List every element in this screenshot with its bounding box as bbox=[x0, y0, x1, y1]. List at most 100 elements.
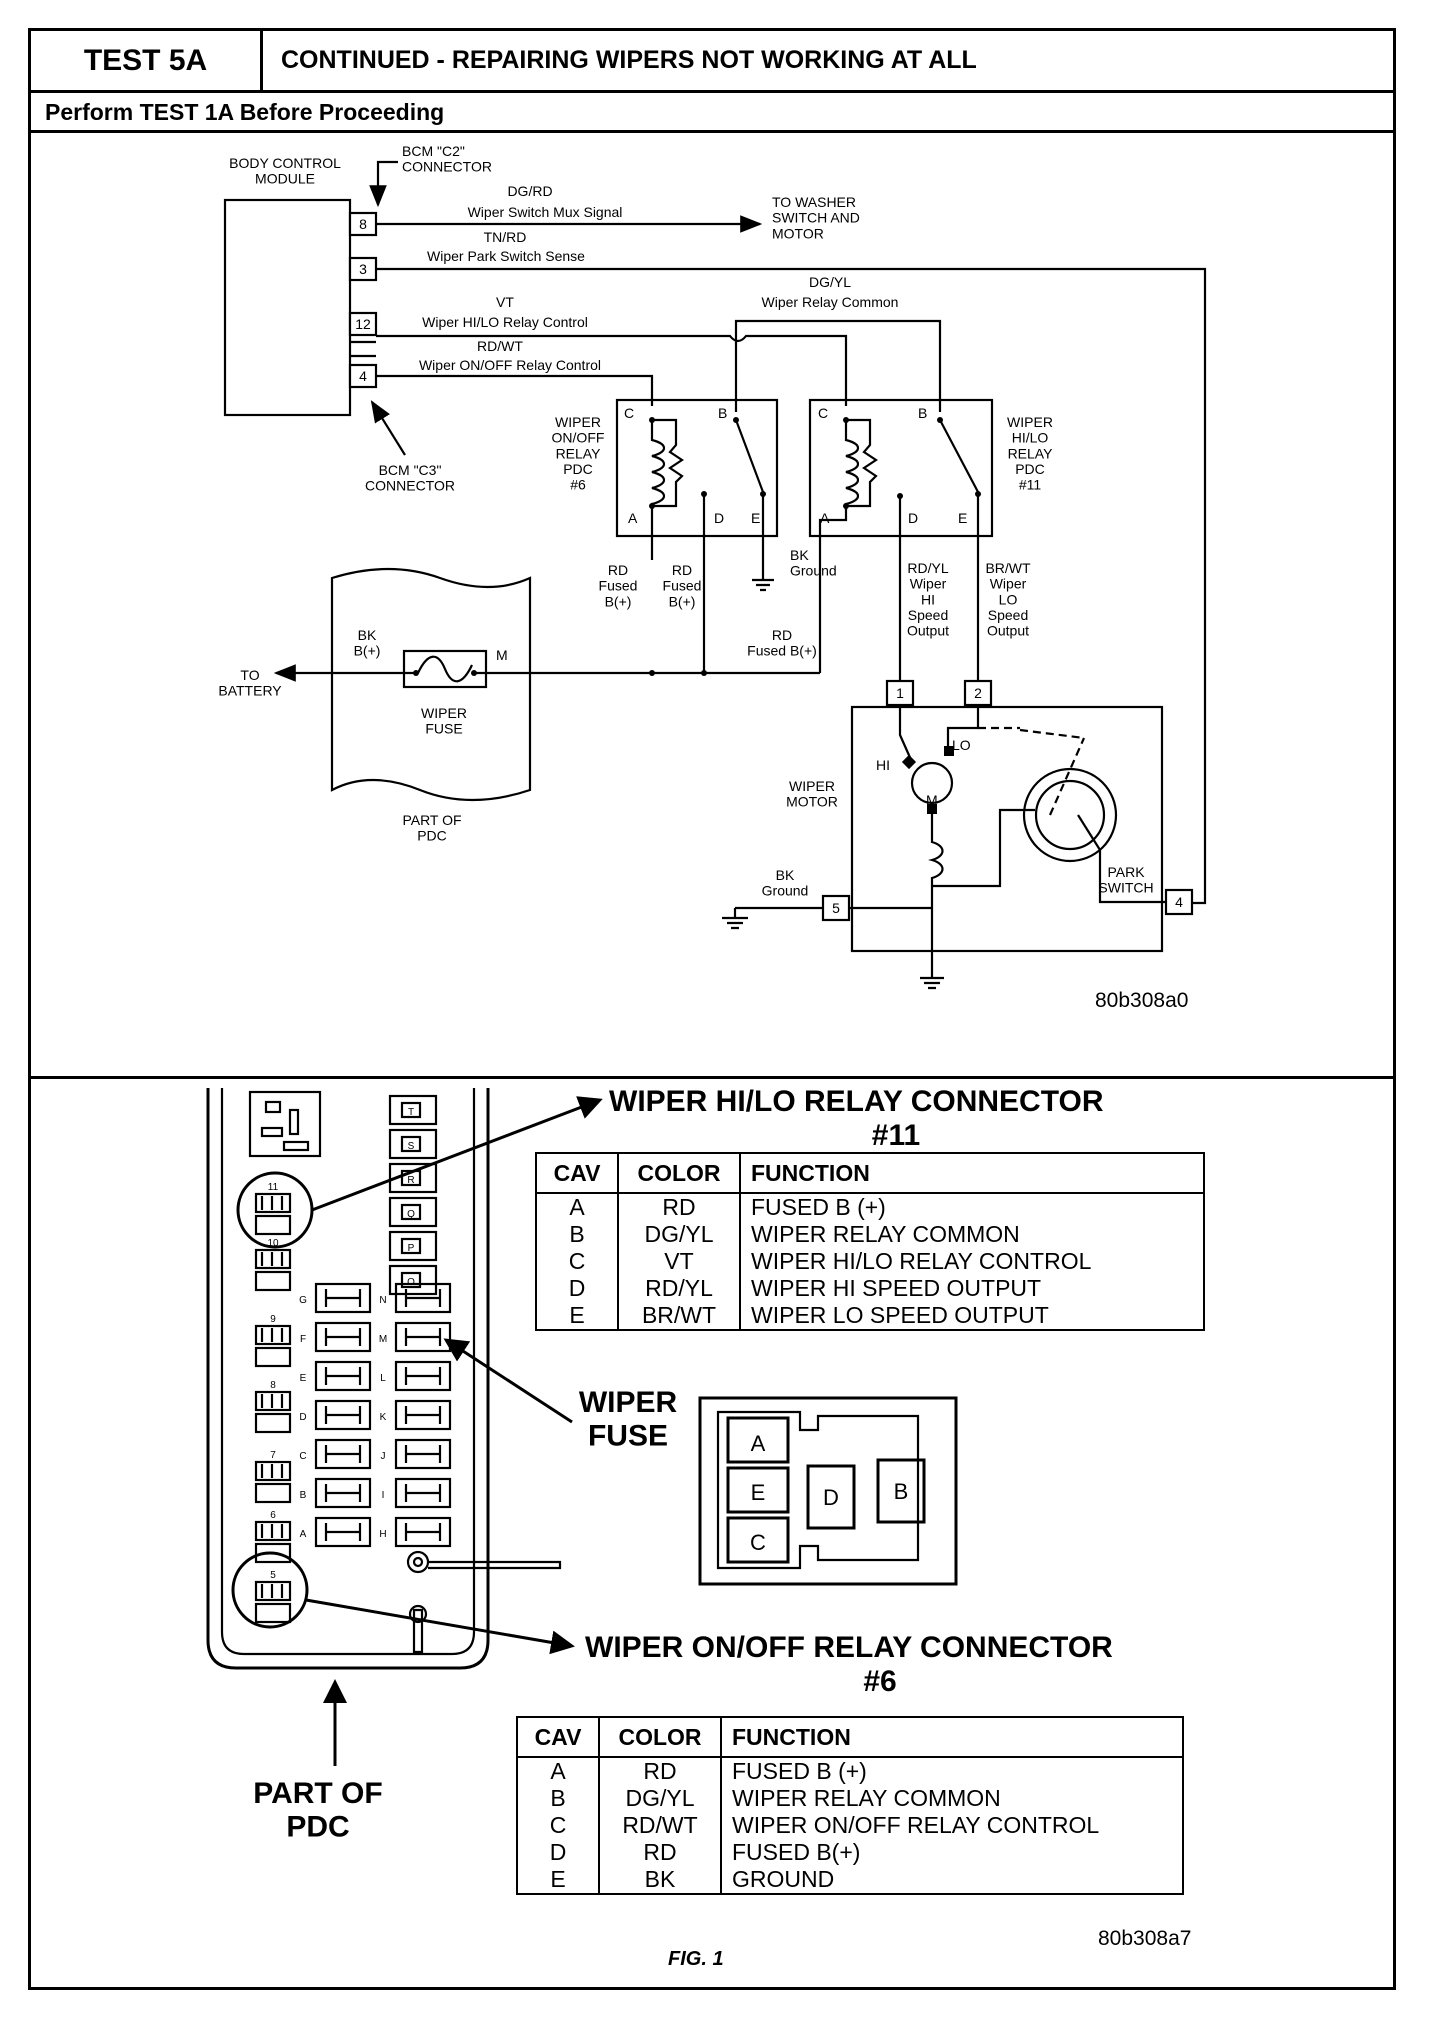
table-cell: B bbox=[516, 1785, 600, 1812]
maxi-fuse-label: P bbox=[408, 1243, 415, 1254]
minifuse bbox=[314, 1360, 372, 1392]
relay-socket bbox=[254, 1460, 292, 1482]
table-cell: E bbox=[516, 1866, 600, 1895]
table-header: CAV bbox=[535, 1152, 619, 1194]
relay-pin: B bbox=[918, 405, 927, 421]
onoff-connector-number: #6 bbox=[863, 1665, 896, 1698]
motor-pin-1 bbox=[885, 679, 915, 707]
table-cell: GROUND bbox=[720, 1866, 1184, 1895]
maxi-fuse-label: Q bbox=[407, 1209, 415, 1220]
relay-number: 9 bbox=[270, 1314, 276, 1325]
minifuse bbox=[394, 1438, 452, 1470]
minifuse-label: B bbox=[300, 1490, 307, 1501]
hilo-connector-title: WIPER HI/LO RELAY CONNECTOR bbox=[609, 1085, 1104, 1118]
table-cell: FUSED B(+) bbox=[720, 1839, 1184, 1866]
relay-socket bbox=[254, 1580, 292, 1602]
table-cell: D bbox=[516, 1839, 600, 1866]
relay-pin: A bbox=[628, 510, 638, 526]
minifuse bbox=[394, 1282, 452, 1314]
relay-pin: C bbox=[624, 405, 634, 421]
minifuse bbox=[394, 1399, 452, 1431]
cavity-letter: E bbox=[751, 1480, 766, 1505]
motor-pin-4 bbox=[1164, 888, 1194, 916]
wire-name: Wiper HI/LO Relay Control bbox=[422, 314, 588, 330]
wire-name: Wiper Switch Mux Signal bbox=[468, 204, 623, 220]
bcm-pin-label: 8 bbox=[359, 216, 367, 232]
minifuse bbox=[394, 1360, 452, 1392]
bcm-pin-label: 12 bbox=[355, 316, 371, 332]
relay-pin: C bbox=[818, 405, 828, 421]
table-cell: RD bbox=[617, 1193, 741, 1221]
onoff-connector-title: WIPER ON/OFF RELAY CONNECTOR bbox=[585, 1631, 1113, 1664]
relay-number: 10 bbox=[267, 1238, 279, 1249]
bcm-pin-label: 3 bbox=[359, 261, 367, 277]
table-cell: BR/WT bbox=[617, 1302, 741, 1331]
maxi-fuse bbox=[388, 1162, 438, 1194]
table-cell: WIPER RELAY COMMON bbox=[720, 1785, 1184, 1812]
bcm-pin-12 bbox=[348, 311, 378, 337]
maxi-fuse bbox=[388, 1264, 438, 1296]
bcm-box bbox=[223, 198, 352, 417]
table-cell: FUSED B (+) bbox=[720, 1757, 1184, 1785]
maxi-fuse bbox=[388, 1230, 438, 1262]
table-cell: B bbox=[535, 1221, 619, 1248]
relay-pin: D bbox=[714, 510, 724, 526]
wiper-fuse-box bbox=[402, 649, 488, 689]
relay-pin: A bbox=[820, 510, 830, 526]
pdc-figure-code: 80b308a7 bbox=[1098, 1927, 1191, 1950]
onoff-relay-box bbox=[615, 398, 779, 538]
wire-color: DG/RD bbox=[507, 183, 552, 199]
fuse-m-label: M bbox=[496, 647, 508, 663]
relay-number: 6 bbox=[270, 1510, 276, 1521]
minifuse-label: F bbox=[300, 1334, 306, 1345]
minifuse-label: N bbox=[379, 1295, 386, 1306]
wire-name: Wiper ON/OFF Relay Control bbox=[419, 357, 601, 373]
service-manual-page: TEST 5A CONTINUED - REPAIRING WIPERS NOT… bbox=[28, 28, 1396, 1990]
motor-armature bbox=[910, 761, 954, 805]
test-title: CONTINUED - REPAIRING WIPERS NOT WORKING… bbox=[281, 46, 977, 74]
relay-pin: D bbox=[908, 510, 918, 526]
relay-number: 7 bbox=[270, 1450, 276, 1461]
minifuse bbox=[314, 1399, 372, 1431]
table-cell: DG/YL bbox=[598, 1785, 722, 1812]
minifuse-label: M bbox=[379, 1334, 387, 1345]
relay-pin: E bbox=[751, 510, 760, 526]
minifuse-label: H bbox=[379, 1529, 386, 1540]
table-cell: WIPER ON/OFF RELAY CONTROL bbox=[720, 1812, 1184, 1839]
table-header: COLOR bbox=[617, 1152, 741, 1194]
figure-caption: FIG. 1 bbox=[668, 1948, 724, 1970]
wire-name: Wiper Park Switch Sense bbox=[427, 248, 585, 264]
table-cell: DG/YL bbox=[617, 1221, 741, 1248]
maxi-fuse-label: R bbox=[407, 1175, 414, 1186]
table-cell: RD bbox=[598, 1839, 722, 1866]
pdc-outline bbox=[330, 567, 532, 802]
relay-socket bbox=[254, 1192, 292, 1214]
relay-socket bbox=[254, 1324, 292, 1346]
relay-number: 5 bbox=[270, 1570, 276, 1581]
minifuse bbox=[394, 1477, 452, 1509]
wire-name: Wiper Relay Common bbox=[762, 294, 899, 310]
table-cell: WIPER RELAY COMMON bbox=[739, 1221, 1205, 1248]
relay-socket bbox=[254, 1248, 292, 1270]
